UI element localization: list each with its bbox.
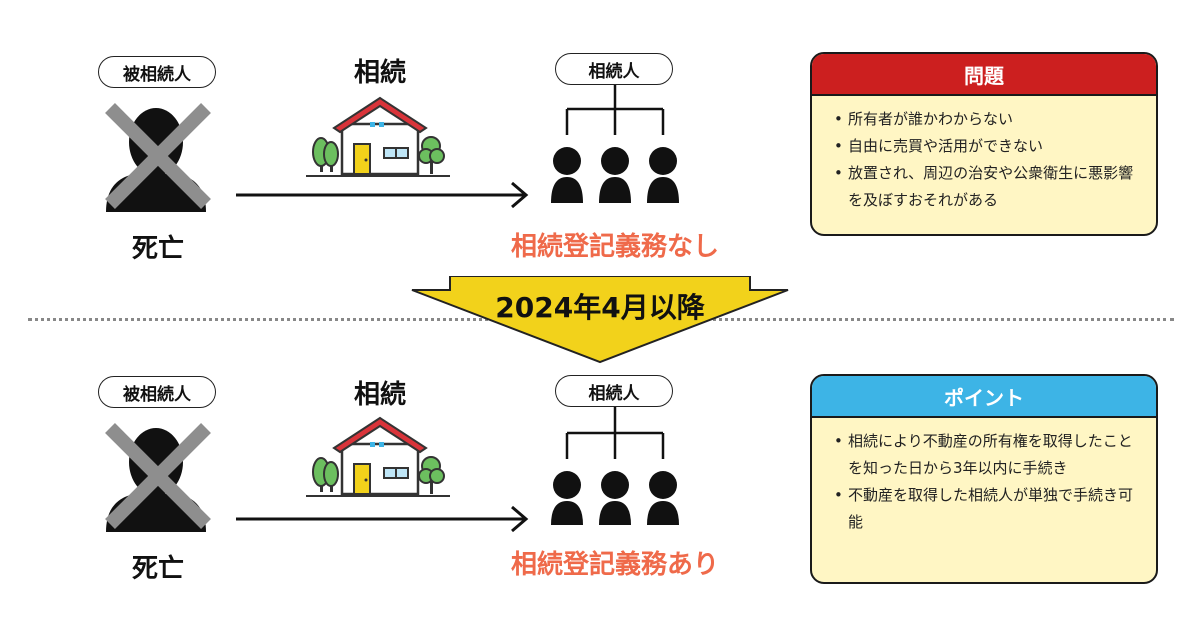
bottom-status-text: 相続登記義務あり xyxy=(510,550,719,580)
point-item: 相続により不動産の所有権を取得したことを知った日から3年以内に手続き xyxy=(834,428,1140,482)
heir-person-icon xyxy=(647,471,679,525)
tree-icon xyxy=(418,456,445,494)
deceased-label: 被相続人 xyxy=(123,384,191,405)
problem-card-title: 問題 xyxy=(964,63,1004,88)
deceased-pill: 被相続人 xyxy=(98,376,216,408)
heir-person-icon xyxy=(599,471,631,525)
heirs-label: 相続人 xyxy=(588,383,640,404)
down-arrow-banner xyxy=(411,276,789,364)
point-list: 相続により不動産の所有権を取得したことを知った日から3年以内に手続き 不動産を取… xyxy=(812,418,1156,544)
deceased-label: 被相続人 xyxy=(123,64,191,85)
heir-person-icon xyxy=(551,147,583,203)
heirs-pill: 相続人 xyxy=(555,53,673,85)
deceased-person-icon xyxy=(105,103,211,212)
problem-item: 放置され、周辺の治安や公衆衛生に悪影響を及ぼすおそれがある xyxy=(834,160,1140,214)
heir-person-icon xyxy=(647,147,679,203)
point-item: 不動産を取得した相続人が単独で手続き可能 xyxy=(834,482,1140,536)
death-label: 死亡 xyxy=(131,554,184,584)
inheritance-label: 相続 xyxy=(353,58,406,88)
house-icon xyxy=(306,416,450,497)
heirs-pill: 相続人 xyxy=(555,375,673,407)
tree-icon xyxy=(312,137,339,172)
death-label: 死亡 xyxy=(131,234,184,264)
heirs-tree-icon xyxy=(551,407,679,525)
arrow-right-icon xyxy=(236,181,529,209)
problem-card-header: 問題 xyxy=(812,54,1156,96)
inheritance-label: 相続 xyxy=(353,380,406,410)
deceased-pill: 被相続人 xyxy=(98,56,216,88)
point-card-title: ポイント xyxy=(944,385,1024,410)
banner-text: 2024年4月以降 xyxy=(495,291,705,324)
point-card: ポイント 相続により不動産の所有権を取得したことを知った日から3年以内に手続き … xyxy=(810,374,1158,584)
problem-card: 問題 所有者が誰かわからない 自由に売買や活用ができない 放置され、周辺の治安や… xyxy=(810,52,1158,236)
heir-person-icon xyxy=(551,471,583,525)
problem-list: 所有者が誰かわからない 自由に売買や活用ができない 放置され、周辺の治安や公衆衛… xyxy=(812,96,1156,222)
heir-person-icon xyxy=(599,147,631,203)
heirs-label: 相続人 xyxy=(588,61,640,82)
tree-icon xyxy=(312,457,339,492)
cross-mark-icon xyxy=(105,103,211,209)
tree-icon xyxy=(418,136,445,174)
deceased-person-icon xyxy=(105,423,211,532)
top-status-text: 相続登記義務なし xyxy=(510,232,719,262)
heirs-tree-icon xyxy=(551,85,679,203)
problem-item: 所有者が誰かわからない xyxy=(834,106,1140,133)
arrow-right-icon xyxy=(236,505,529,533)
problem-item: 自由に売買や活用ができない xyxy=(834,133,1140,160)
cross-mark-icon xyxy=(105,423,211,529)
point-card-header: ポイント xyxy=(812,376,1156,418)
house-icon xyxy=(306,96,450,177)
